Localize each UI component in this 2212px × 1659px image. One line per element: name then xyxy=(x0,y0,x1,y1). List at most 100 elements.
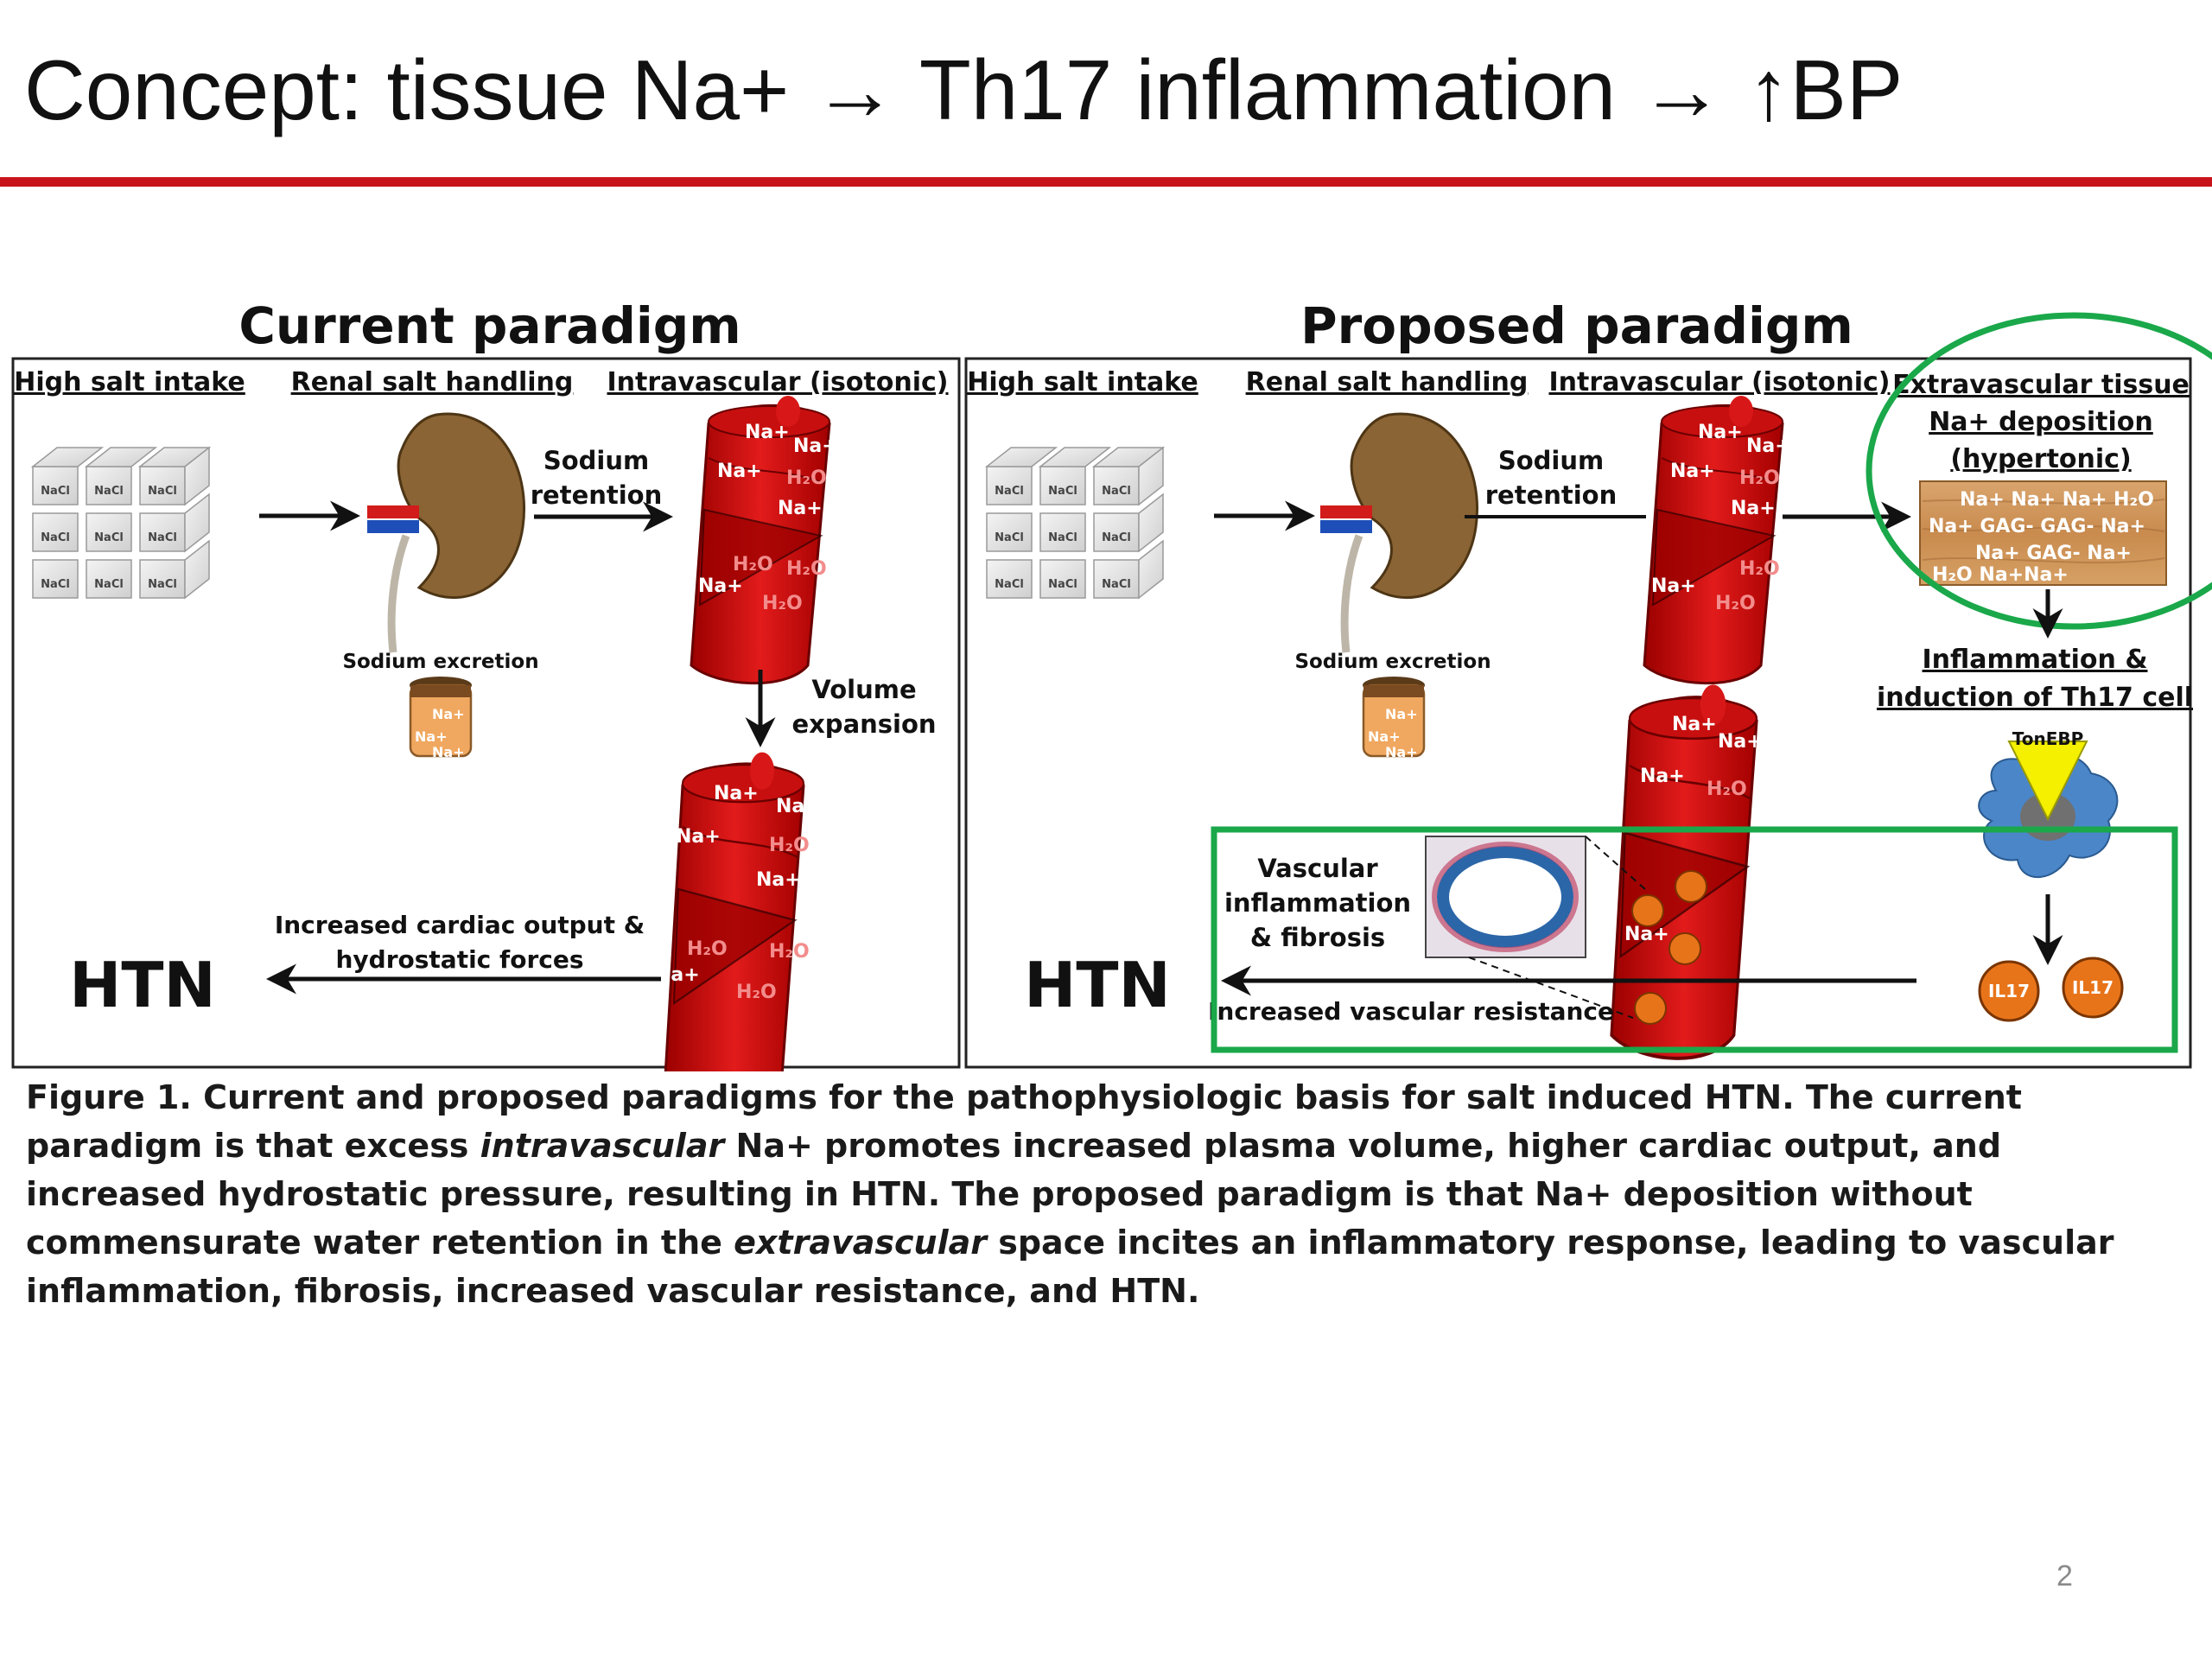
figure-caption: Figure 1. Current and proposed paradigms… xyxy=(26,1073,2186,1315)
proposed-vessel-na: Na+ xyxy=(1672,714,1717,735)
paradigm-figure: Current paradigm High salt intake Renal … xyxy=(11,296,2212,1071)
current-salt-cube-label: NaCl xyxy=(94,531,124,544)
current-jar-na: Na+ xyxy=(415,728,448,745)
histology-vessel-media xyxy=(1432,842,1579,952)
proposed-header-high-salt: High salt intake xyxy=(967,367,1198,397)
proposed-kidney xyxy=(1320,414,1478,652)
current-vessel-na: Na+ xyxy=(717,461,762,482)
caption-text: space incites an inflammatory response, … xyxy=(26,1224,2114,1310)
current-jar-na: Na+ xyxy=(432,706,465,722)
current-vessel-h2o: H₂O xyxy=(733,554,773,575)
current-vessel-na: Na+ xyxy=(698,575,743,597)
current-salt-cube-label: NaCl xyxy=(41,485,70,498)
proposed-vessel-na: Na+ xyxy=(1746,435,1791,457)
proposed-vessel-na: Na+ xyxy=(1651,575,1696,597)
proposed-vessel-na: Na+ xyxy=(1718,731,1763,753)
current-vessel-h2o: H₂O xyxy=(762,593,803,614)
title-rule xyxy=(0,177,2212,187)
proposed-vessel-na: Na+ xyxy=(1670,461,1715,482)
current-panel xyxy=(11,357,961,1069)
current-volume-expansion: expansion xyxy=(791,709,936,739)
current-salt-cube-label: NaCl xyxy=(148,531,177,544)
current-vessel-na: Na+ xyxy=(756,869,801,891)
proposed-sodium-excretion: Sodium excretion xyxy=(1294,651,1491,673)
proposed-salt-cube-label: NaCl xyxy=(1102,531,1131,544)
proposed-salt-cube-label: NaCl xyxy=(995,531,1024,544)
caption-emphasis: intravascular xyxy=(480,1127,725,1165)
current-cardiac-output: hydrostatic forces xyxy=(335,945,583,974)
extravascular-tissue-block xyxy=(1919,480,2167,586)
vessel-il17-markers xyxy=(1631,870,1707,1025)
proposed-sodium-retention: Sodium xyxy=(1498,446,1604,475)
current-vessel-h2o: H₂O xyxy=(687,938,728,960)
current-vessel-h2o: H₂O xyxy=(786,558,827,580)
current-jar-na: Na+ xyxy=(432,744,465,760)
proposed-salt-cube-label: NaCl xyxy=(1048,578,1077,591)
current-header-high-salt: High salt intake xyxy=(14,367,245,397)
proposed-inflammation: Inflammation & xyxy=(1923,645,2148,675)
proposed-panel xyxy=(964,357,2192,1069)
proposed-header-extravascular: Na+ deposition xyxy=(1929,407,2153,437)
proposed-jar-na: Na+ xyxy=(1385,744,1418,760)
vascular-inflammation-label: inflammation xyxy=(1224,888,1411,918)
proposed-vessel-h2o: H₂O xyxy=(1739,558,1780,580)
proposed-salt-cube-label: NaCl xyxy=(995,578,1024,591)
proposed-vessel-h2o: H₂O xyxy=(1715,593,1756,614)
proposed-vessel-na: Na+ xyxy=(1731,498,1776,519)
proposed-jar-na: Na+ xyxy=(1385,706,1418,722)
proposed-htn: HTN xyxy=(1024,949,1171,1021)
il17-label: IL17 xyxy=(2072,977,2113,998)
vascular-inflammation-label: Vascular xyxy=(1257,854,1378,883)
proposed-salt-cube-label: NaCl xyxy=(995,485,1024,498)
proposed-header-extravascular: (hypertonic) xyxy=(1950,444,2131,474)
current-vessel-na: Na+ xyxy=(745,422,790,443)
current-vessel-na: Na+ xyxy=(714,783,759,804)
proposed-vessel-na: Na+ xyxy=(1698,422,1743,443)
current-salt-cube-label: NaCl xyxy=(41,578,70,591)
tissue-text-line: H₂O Na+Na+ xyxy=(1932,564,2069,586)
proposed-salt-cube-label: NaCl xyxy=(1048,485,1077,498)
current-salt-cubes xyxy=(32,447,210,599)
proposed-vascular-resistance: Increased vascular resistance xyxy=(1208,997,1614,1026)
proposed-vessel-na: Na+ xyxy=(1624,924,1669,945)
proposed-paradigm-title: Proposed paradigm xyxy=(1300,296,1853,355)
current-htn: HTN xyxy=(69,949,216,1021)
page-number: 2 xyxy=(2056,1560,2073,1592)
current-vessel-h2o: H₂O xyxy=(769,941,810,963)
current-vessel-na: Na+ xyxy=(778,498,823,519)
current-paradigm-title: Current paradigm xyxy=(238,296,741,355)
tonebp-label: TonEBP xyxy=(2012,728,2084,749)
histology-vessel-wall xyxy=(1437,846,1573,948)
tissue-text-line: Na+ Na+ Na+ H₂O xyxy=(1960,489,2154,511)
current-sodium-retention: retention xyxy=(531,480,663,510)
proposed-salt-cube-label: NaCl xyxy=(1048,531,1077,544)
proposed-salt-cubes xyxy=(986,447,1164,599)
histology-callout-line xyxy=(1468,957,1634,1019)
tissue-text-line: Na+ GAG- GAG- Na+ xyxy=(1929,516,2145,537)
proposed-inflammation: induction of Th17 cell xyxy=(1877,683,2193,713)
caption-text: Na+ promotes increased plasma volume, hi… xyxy=(26,1127,2002,1262)
current-header-renal: Renal salt handling xyxy=(291,367,574,397)
extravascular-highlight-circle xyxy=(1866,312,2212,630)
caption-text: Current and proposed paradigms for the p… xyxy=(26,1078,2022,1165)
proposed-vessel-h2o: H₂O xyxy=(1739,467,1780,489)
proposed-header-extravascular: Extravascular tissue xyxy=(1892,370,2190,400)
current-vessel-h2o: H₂O xyxy=(786,467,827,489)
proposed-header-intravascular: Intravascular (isotonic) xyxy=(1548,367,1890,397)
current-vessel-h2o: H₂O xyxy=(769,835,810,856)
current-salt-cube-label: NaCl xyxy=(94,578,124,591)
tonebp-triangle xyxy=(2007,741,2088,822)
current-vessel-na: Na+ xyxy=(776,796,821,817)
current-sodium-excretion: Sodium excretion xyxy=(342,651,538,673)
proposed-jar-na: Na+ xyxy=(1368,728,1401,745)
current-vessel-h2o: H₂O xyxy=(736,982,777,1003)
tissue-grain xyxy=(1922,499,2165,564)
current-salt-cube-label: NaCl xyxy=(148,578,177,591)
current-salt-cube-label: NaCl xyxy=(94,485,124,498)
proposed-header-renal: Renal salt handling xyxy=(1246,367,1529,397)
caption-emphasis: extravascular xyxy=(734,1224,987,1262)
current-volume-expansion: Volume xyxy=(811,675,916,704)
proposed-sodium-retention: retention xyxy=(1485,480,1618,510)
current-kidney xyxy=(367,414,524,652)
current-vessel-na: Na+ xyxy=(793,435,838,457)
